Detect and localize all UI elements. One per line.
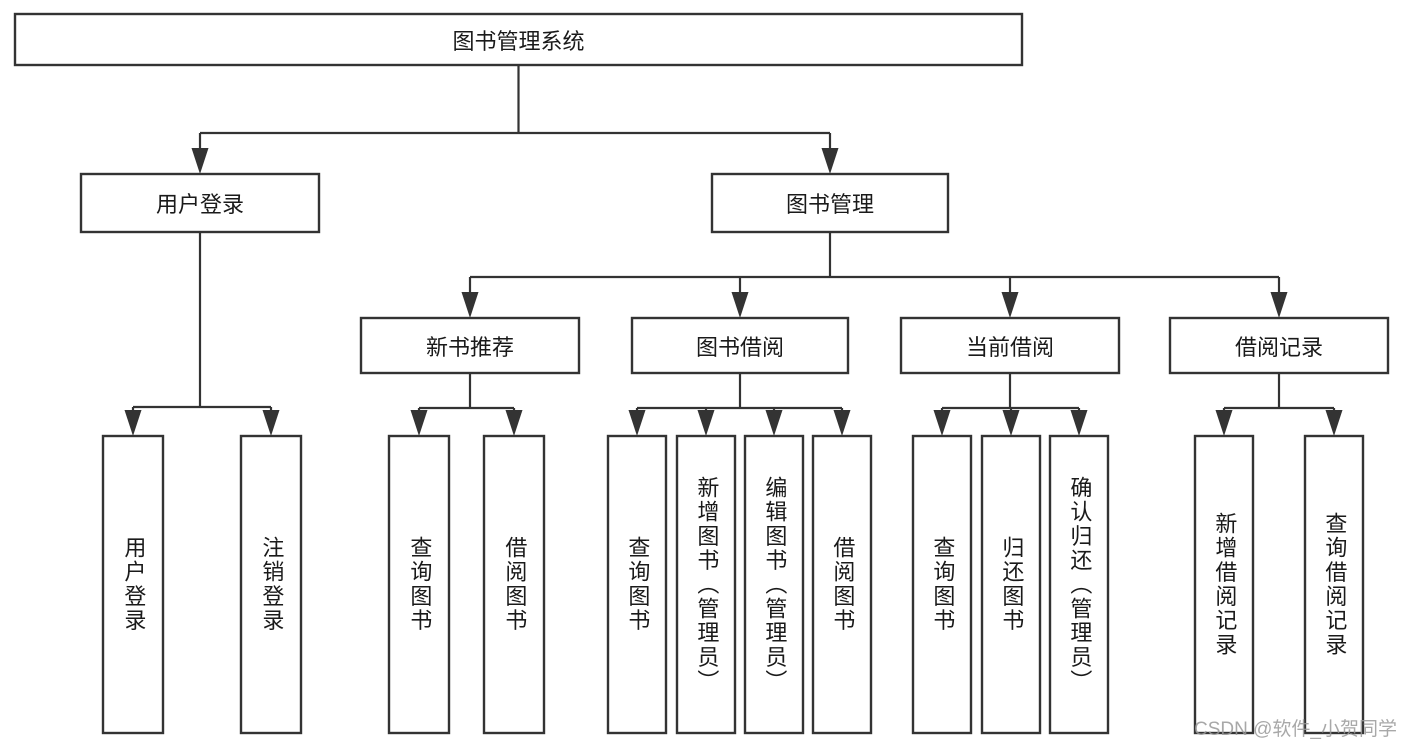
node-box-leaf-query-book-rec[interactable] [387, 434, 451, 735]
node-box-borrow-record[interactable] [1168, 316, 1390, 375]
node-box-root[interactable] [13, 12, 1024, 67]
arrow-head-icon [124, 410, 142, 436]
arrow-head-icon [191, 148, 209, 174]
node-box-leaf-confirm-return[interactable] [1048, 434, 1110, 735]
arrow-head-icon [505, 410, 523, 436]
arrow-head-icon [1270, 292, 1288, 318]
arrow-head-icon [1002, 410, 1020, 436]
node-box-leaf-borrow-book[interactable] [811, 434, 873, 735]
connector-layer [124, 65, 1343, 436]
arrow-head-icon [697, 410, 715, 436]
node-box-user-login[interactable] [79, 172, 321, 234]
node-box-leaf-borrow-book-rec[interactable] [482, 434, 546, 735]
node-box-new-book-recommend[interactable] [359, 316, 581, 375]
arrow-head-icon [1070, 410, 1088, 436]
arrow-head-icon [821, 148, 839, 174]
arrow-head-icon [731, 292, 749, 318]
arrow-head-icon [410, 410, 428, 436]
arrow-head-icon [461, 292, 479, 318]
node-layer [13, 12, 1390, 735]
node-box-leaf-return-book[interactable] [980, 434, 1042, 735]
node-box-book-borrow[interactable] [630, 316, 850, 375]
node-box-leaf-add-record[interactable] [1193, 434, 1255, 735]
arrow-head-icon [765, 410, 783, 436]
node-box-leaf-user-login[interactable] [101, 434, 165, 735]
node-box-leaf-query-book-cur[interactable] [911, 434, 973, 735]
node-box-leaf-add-book[interactable] [675, 434, 737, 735]
arrow-head-icon [628, 410, 646, 436]
node-box-current-borrow[interactable] [899, 316, 1121, 375]
arrow-head-icon [833, 410, 851, 436]
arrow-head-icon [1215, 410, 1233, 436]
arrow-head-icon [933, 410, 951, 436]
node-box-book-manage[interactable] [710, 172, 950, 234]
node-box-leaf-query-record[interactable] [1303, 434, 1365, 735]
arrow-head-icon [262, 410, 280, 436]
node-box-leaf-query-book-borrow[interactable] [606, 434, 668, 735]
node-box-leaf-edit-book[interactable] [743, 434, 805, 735]
arrow-head-icon [1001, 292, 1019, 318]
arrow-head-icon [1325, 410, 1343, 436]
node-box-leaf-logout[interactable] [239, 434, 303, 735]
